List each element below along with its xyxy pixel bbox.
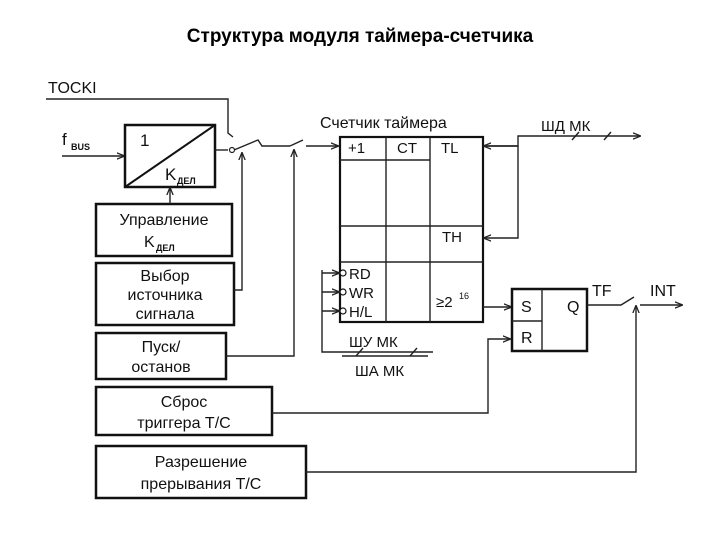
trigger-reset-line1: Сброс (161, 394, 208, 411)
counter-rd: RD (349, 266, 371, 283)
divider-ratio: 1 (140, 131, 149, 150)
divider-control-sub: ДЕЛ (156, 243, 175, 253)
timer-counter-block: +1 CT TL TH RD WR H/L ≥2 16 (338, 135, 485, 324)
wr-bubble (339, 288, 347, 296)
source-select-line3: сигнала (136, 306, 195, 323)
tocki-label: TOCKI (48, 80, 97, 97)
counter-caption: Счетчик таймера (320, 115, 447, 132)
start-stop-wire (226, 170, 295, 357)
frequency-divider: 1 K ДЕЛ (123, 123, 217, 189)
counter-overflow: ≥2 (436, 294, 453, 311)
address-bus-label: ША МК (355, 363, 404, 380)
counter-overflow-exp: 16 (459, 291, 469, 301)
rs-trigger: S R Q (510, 287, 589, 353)
divider-control-line1: Управление (120, 212, 209, 229)
tf-label: TF (592, 283, 612, 300)
counter-hl: H/L (349, 304, 372, 321)
control-bus-label: ШУ МК (349, 334, 398, 351)
counter-tl: TL (441, 140, 459, 157)
trigger-s: S (521, 299, 532, 316)
source-select-line2: источника (128, 287, 203, 304)
page-title: Структура модуля таймера-счетчика (186, 26, 534, 47)
start-stop-line1: Пуск/ (142, 339, 181, 356)
counter-plus-one: +1 (348, 140, 365, 157)
source-select-wire (234, 170, 243, 291)
start-stop-block: Пуск/ останов (94, 331, 228, 381)
trigger-r: R (521, 330, 533, 347)
trigger-q: Q (567, 299, 579, 316)
trigger-reset-line2: триггера Т/С (137, 415, 230, 432)
source-switch (228, 139, 290, 170)
fbus-label: f (62, 130, 67, 149)
counter-wr: WR (349, 285, 374, 302)
start-stop-line2: останов (131, 359, 190, 376)
source-select-block: Выбор источника сигнала (94, 261, 236, 327)
source-select-line1: Выбор (140, 268, 189, 285)
divider-control-k: K (144, 234, 155, 251)
data-bus-label: ШД МК (541, 118, 591, 135)
divider-control-block: Управление K ДЕЛ (94, 202, 234, 258)
irq-enable-line1: Разрешение (155, 454, 248, 471)
irq-enable-block: Разрешение прерывания Т/С (94, 444, 308, 500)
rd-bubble (339, 269, 347, 277)
irq-enable-wire (306, 306, 636, 473)
interrupt-switch (587, 296, 635, 306)
tocki-wire (46, 98, 234, 138)
hl-bubble (339, 307, 347, 315)
counter-th: TH (442, 229, 462, 246)
divider-k-sub: ДЕЛ (177, 176, 196, 186)
control-bus-wire (321, 270, 433, 353)
trigger-reset-wire (272, 339, 510, 414)
trigger-reset-block: Сброс триггера Т/С (94, 385, 274, 437)
int-label: INT (650, 283, 676, 300)
divider-k: K (165, 165, 177, 184)
counter-ct: CT (397, 140, 417, 157)
data-bus-wire (483, 136, 640, 147)
irq-enable-line2: прерывания Т/С (141, 476, 262, 493)
start-stop-switch (289, 139, 338, 170)
fbus-subscript: BUS (71, 142, 90, 152)
